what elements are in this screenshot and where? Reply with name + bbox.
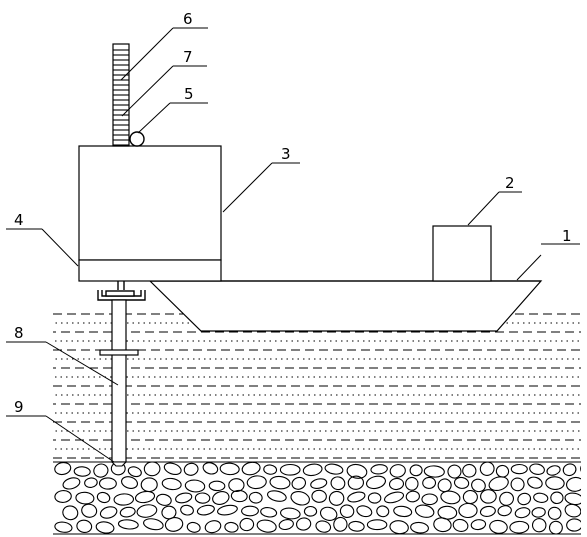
ship-hull	[148, 280, 543, 332]
label-9: 9	[14, 398, 24, 416]
label-3: 3	[281, 145, 291, 163]
drill-bit	[110, 461, 128, 467]
sampling-pipe	[111, 299, 127, 463]
label-1: 1	[562, 227, 572, 245]
label-6: 6	[183, 10, 193, 28]
rig-housing	[78, 145, 222, 261]
gravel-bed	[53, 461, 581, 535]
label-7: 7	[183, 48, 193, 66]
label-2: 2	[505, 174, 515, 192]
cabin-box	[432, 225, 492, 282]
pipe-collar	[99, 349, 139, 356]
leader-lines	[6, 27, 580, 463]
pipe-clamp	[97, 281, 146, 301]
rig-base-platform	[78, 259, 222, 282]
label-8: 8	[14, 324, 24, 342]
rack-mast	[112, 43, 130, 147]
gear-wheel	[129, 131, 145, 147]
label-4: 4	[14, 211, 24, 229]
label-5: 5	[184, 85, 194, 103]
water-layer	[53, 313, 581, 459]
